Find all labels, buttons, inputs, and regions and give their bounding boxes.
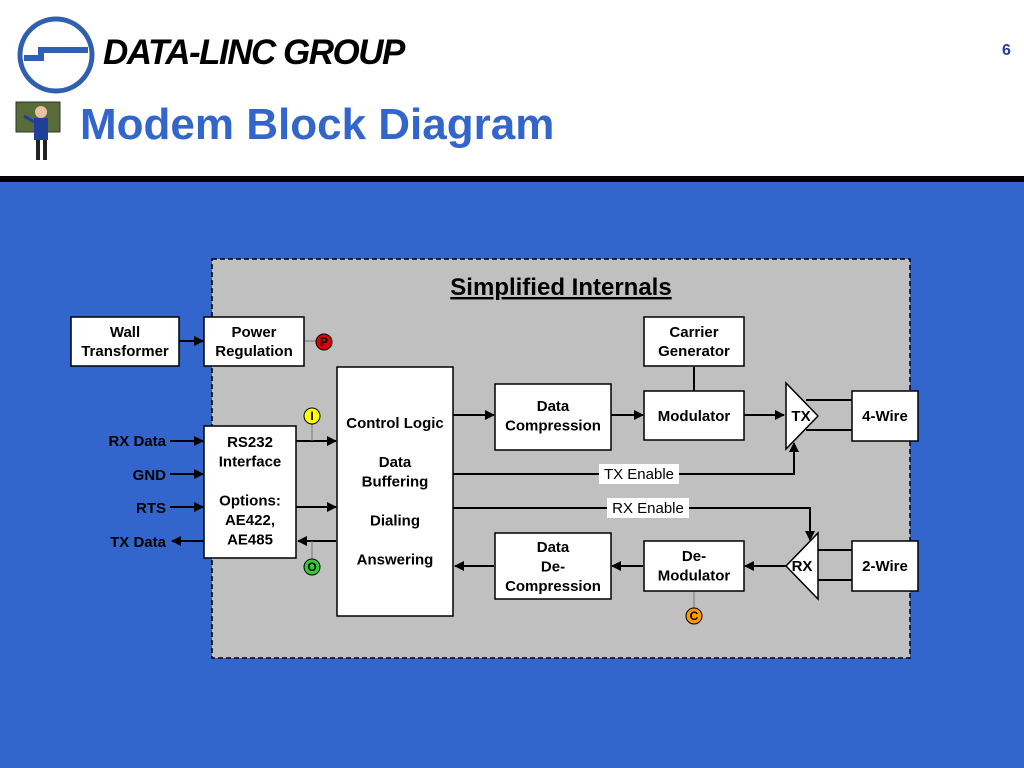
control-logic-block [336,366,454,617]
demodulator-block [643,540,745,592]
label-line: Wall [110,324,140,341]
label-line: Carrier [669,324,718,341]
label-line: Answering [357,552,434,569]
two-wire-block [851,540,919,592]
rts-label: RTS [136,500,166,517]
label-line: 4-Wire [862,408,908,425]
label-line: Modulator [658,568,731,585]
label-line: De- [541,559,565,576]
output-led [303,558,321,576]
carrier-generator-block [643,316,745,367]
wall-transformer-block [70,316,180,367]
label-line [393,493,397,510]
gnd-label: GND [133,467,167,484]
tx-amplifier [785,381,820,451]
label-line: Compression [505,578,601,595]
logo-text: DATA-LINC GROUP [103,33,405,72]
modulator-label: Modulator [658,408,731,425]
four-wire-label: 4-Wire [862,408,908,425]
power-led-label: P [320,335,328,349]
input-led-label: I [310,409,313,423]
label-line: Generator [658,343,730,360]
rx-enable-label: RX Enable [612,500,684,517]
label-line: Dialing [370,513,420,530]
logo-mark-icon [17,16,95,94]
label-line: Control Logic [346,415,444,432]
label-line: Transformer [81,343,169,360]
label-line: Interface [219,454,282,471]
carrier-led [685,607,703,625]
label-line [393,435,397,452]
label-line: Modulator [658,408,731,425]
label-line [393,532,397,549]
tx-data-label: TX Data [110,534,167,551]
carrier-led-label: C [690,609,699,623]
label-line: AE422, [225,512,275,529]
two-wire-label: 2-Wire [862,558,908,575]
page-title: Modem Block Diagram [80,100,555,149]
label-line: Compression [505,418,601,435]
label-line [248,473,252,490]
rx-amplifier [784,531,819,601]
power-led [315,333,333,351]
presenter-icon [15,101,61,160]
tx-enable-line [453,442,799,475]
rx-enable-line [453,507,815,541]
rs232-interface-block [203,425,297,559]
label-line: Options: [219,493,281,510]
page-number: 6 [1002,42,1011,59]
four-wire-block [851,390,919,442]
slide-header: DATA-LINC GROUP Modem Block Diagram 6 [0,0,1024,176]
label-line: Data [379,454,412,471]
label-line: RS232 [227,434,273,451]
panel-title: Simplified Internals [450,274,671,301]
output-led-label: O [307,560,316,574]
tx-enable-label: TX Enable [604,466,674,483]
demodulator-label: De- Modulator [658,548,731,585]
label-line: Data [537,539,570,556]
label-line: De- [682,548,706,565]
label-line: Data [537,398,570,415]
power-regulation-block [203,316,305,367]
modulator-block [643,390,745,441]
tx-amplifier-label: TX [791,408,810,425]
label-line: Buffering [362,474,429,491]
label-line: AE485 [227,532,273,549]
data-compression-block [494,383,612,451]
rx-amplifier-label: RX [792,558,813,575]
header-divider [0,176,1024,182]
label-line: Regulation [215,343,293,360]
data-decompression-block [494,532,612,600]
label-line: 2-Wire [862,558,908,575]
input-led [303,407,321,425]
rx-data-label: RX Data [108,433,166,450]
label-line: Power [231,324,276,341]
